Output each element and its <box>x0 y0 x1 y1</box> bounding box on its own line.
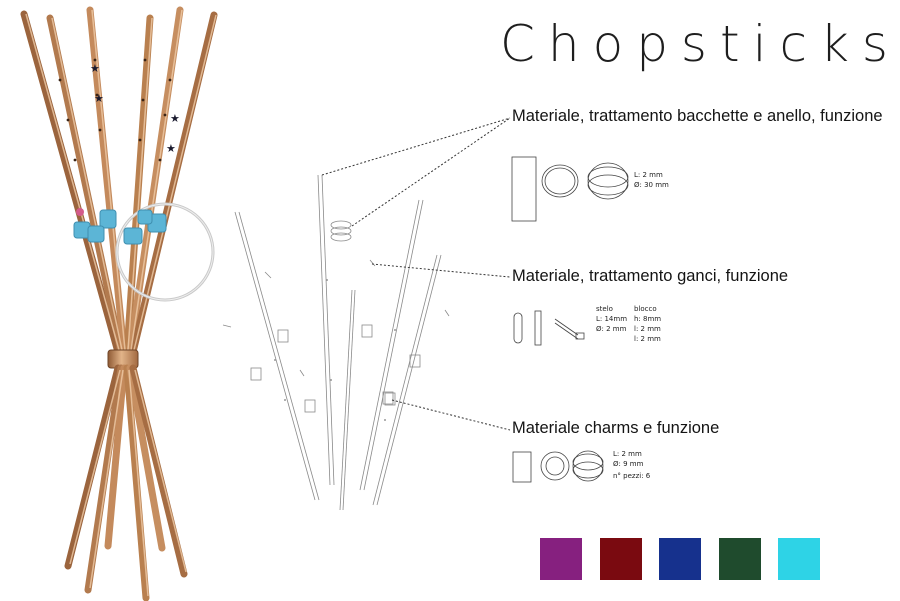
section-heading-ring: Materiale, trattamento bacchette e anell… <box>512 107 883 125</box>
chopsticks-render-icon: ★ ★ ★ ★ <box>20 6 218 601</box>
svg-text:★: ★ <box>90 62 100 75</box>
charm-drawing-icon <box>512 450 604 483</box>
stelo-label: stelo <box>596 305 613 313</box>
stelo-spec-length: L: 14mm <box>596 315 628 323</box>
hook-drawing-icon <box>513 310 585 346</box>
swatch-dark-red <box>600 538 642 580</box>
blocco-spec-height: h: 8mm <box>634 315 662 323</box>
swatch-purple <box>540 538 582 580</box>
swatch-navy-blue <box>659 538 701 580</box>
charm-spec-diameter: Ø: 9 mm <box>613 460 644 468</box>
section-heading-charms: Materiale charms e funzione <box>512 419 720 437</box>
svg-text:★: ★ <box>94 92 104 105</box>
exploded-view-drawing-icon <box>222 174 450 511</box>
svg-text:★: ★ <box>166 142 176 155</box>
stelo-spec-diameter: Ø: 2 mm <box>596 325 627 333</box>
blocco-spec-width: l: 2 mm <box>634 325 661 333</box>
charm-spec-count: n° pezzi: 6 <box>613 472 651 480</box>
blocco-label: blocco <box>634 305 657 313</box>
blocco-spec-depth: l: 2 mm <box>634 335 661 343</box>
charm-spec-length: L: 2 mm <box>613 450 642 458</box>
ring-spec-diameter: Ø: 30 mm <box>634 181 669 189</box>
swatch-cyan <box>778 538 820 580</box>
swatch-dark-green <box>719 538 761 580</box>
section-heading-hooks: Materiale, trattamento ganci, funzione <box>512 267 789 285</box>
page-title: Chopsticks <box>500 15 900 73</box>
ring-spec-length: L: 2 mm <box>634 171 663 179</box>
ring-cross-section-icon <box>511 156 629 222</box>
svg-text:★: ★ <box>170 112 180 125</box>
